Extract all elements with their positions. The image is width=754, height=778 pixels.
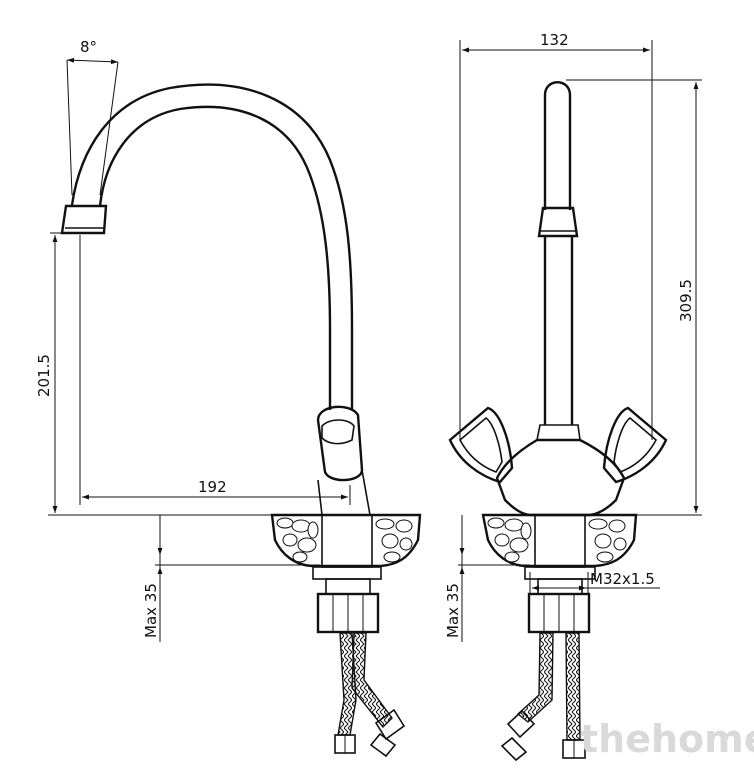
front-max-label: Max 35 (444, 583, 462, 638)
max-label: Max 35 (142, 583, 160, 638)
front-decorative-stones (487, 517, 627, 563)
height-label: 201.5 (35, 354, 53, 397)
angle-label: 8° (80, 38, 97, 56)
front-height-label: 309.5 (677, 279, 695, 322)
front-body (448, 406, 668, 517)
side-spout (60, 83, 354, 410)
side-reach-dimension: 192 (79, 235, 351, 505)
side-base (270, 513, 422, 634)
thread-label: M32x1.5 (590, 570, 655, 588)
front-spout (536, 81, 581, 441)
front-left-handle (448, 406, 514, 484)
side-height-dimension: 201.5 (35, 232, 272, 516)
front-thread-dimension: M32x1.5 (529, 570, 660, 595)
side-hoses (334, 632, 406, 758)
width-label: 132 (540, 31, 569, 49)
front-right-handle (602, 406, 668, 484)
front-height-dimension: 309.5 (566, 79, 702, 516)
watermark: thehome (580, 717, 754, 761)
front-hoses (500, 632, 586, 762)
side-decorative-stones (276, 517, 413, 563)
side-body (316, 405, 371, 516)
side-angle-dimension: 8° (66, 38, 119, 196)
front-width-dimension: 132 (459, 31, 653, 440)
front-view: 132 309.5 M32x1.5 Max 35 (444, 31, 702, 762)
front-base (481, 513, 638, 634)
side-max-dimension: Max 35 (142, 515, 320, 642)
front-max-dimension: Max 35 (444, 515, 530, 642)
reach-label: 192 (198, 478, 227, 496)
side-view: 8° (35, 38, 422, 758)
